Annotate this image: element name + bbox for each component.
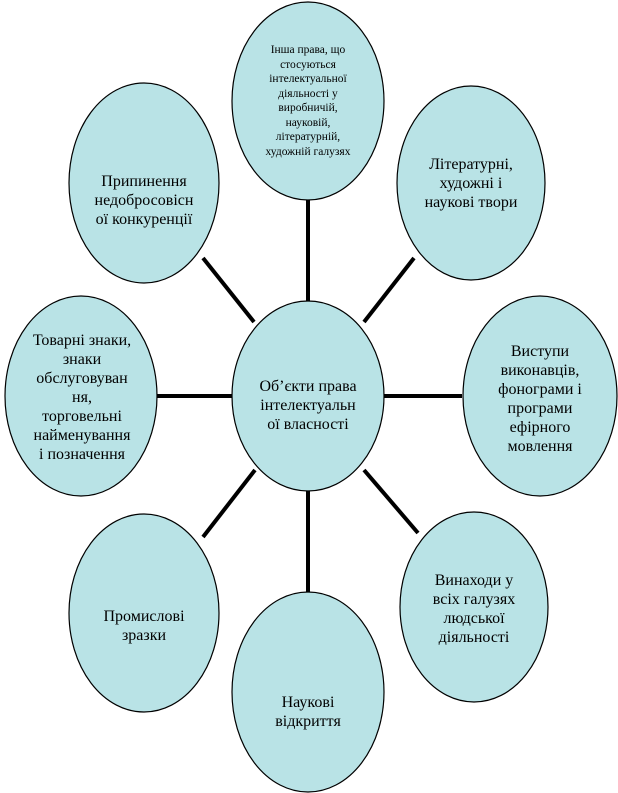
node-top-ellipse [231,1,385,201]
node-bottom-right-ellipse [399,511,549,703]
connector-top-right [362,256,416,324]
node-top-right-ellipse [396,85,546,281]
node-bottom-label: Наукові відкриття [275,694,341,730]
connector-bottom-right [362,468,420,535]
node-bottom-ellipse [231,591,385,793]
center-ellipse [231,300,385,492]
node-left-label: Товарні знаки, знаки обслуговуван ня, то… [32,331,132,463]
node-right-ellipse [462,295,618,497]
node-top-left-label: Припинення недобросовісн ої конкуренції [94,172,194,228]
connector-bottom-left [201,468,257,539]
node-top-right-label: Літературні, художні і наукові твори [424,155,518,211]
connector-top-left [201,256,256,324]
node-top-label: Інша права, що стосуються інтелектуально… [265,44,351,158]
node-bottom-left-label: Промислові зразки [103,608,185,644]
node-bottom-right-label: Винаходи у всіх галузях людської діяльно… [432,572,516,646]
center-label: Об’єкти права інтелектуальн ої власності [259,377,357,433]
node-right-label: Виступи виконавців, фонограми і програми… [498,343,582,455]
node-top-left-ellipse [68,82,220,284]
node-bottom-left-ellipse [68,513,220,713]
node-left-ellipse [4,295,158,497]
